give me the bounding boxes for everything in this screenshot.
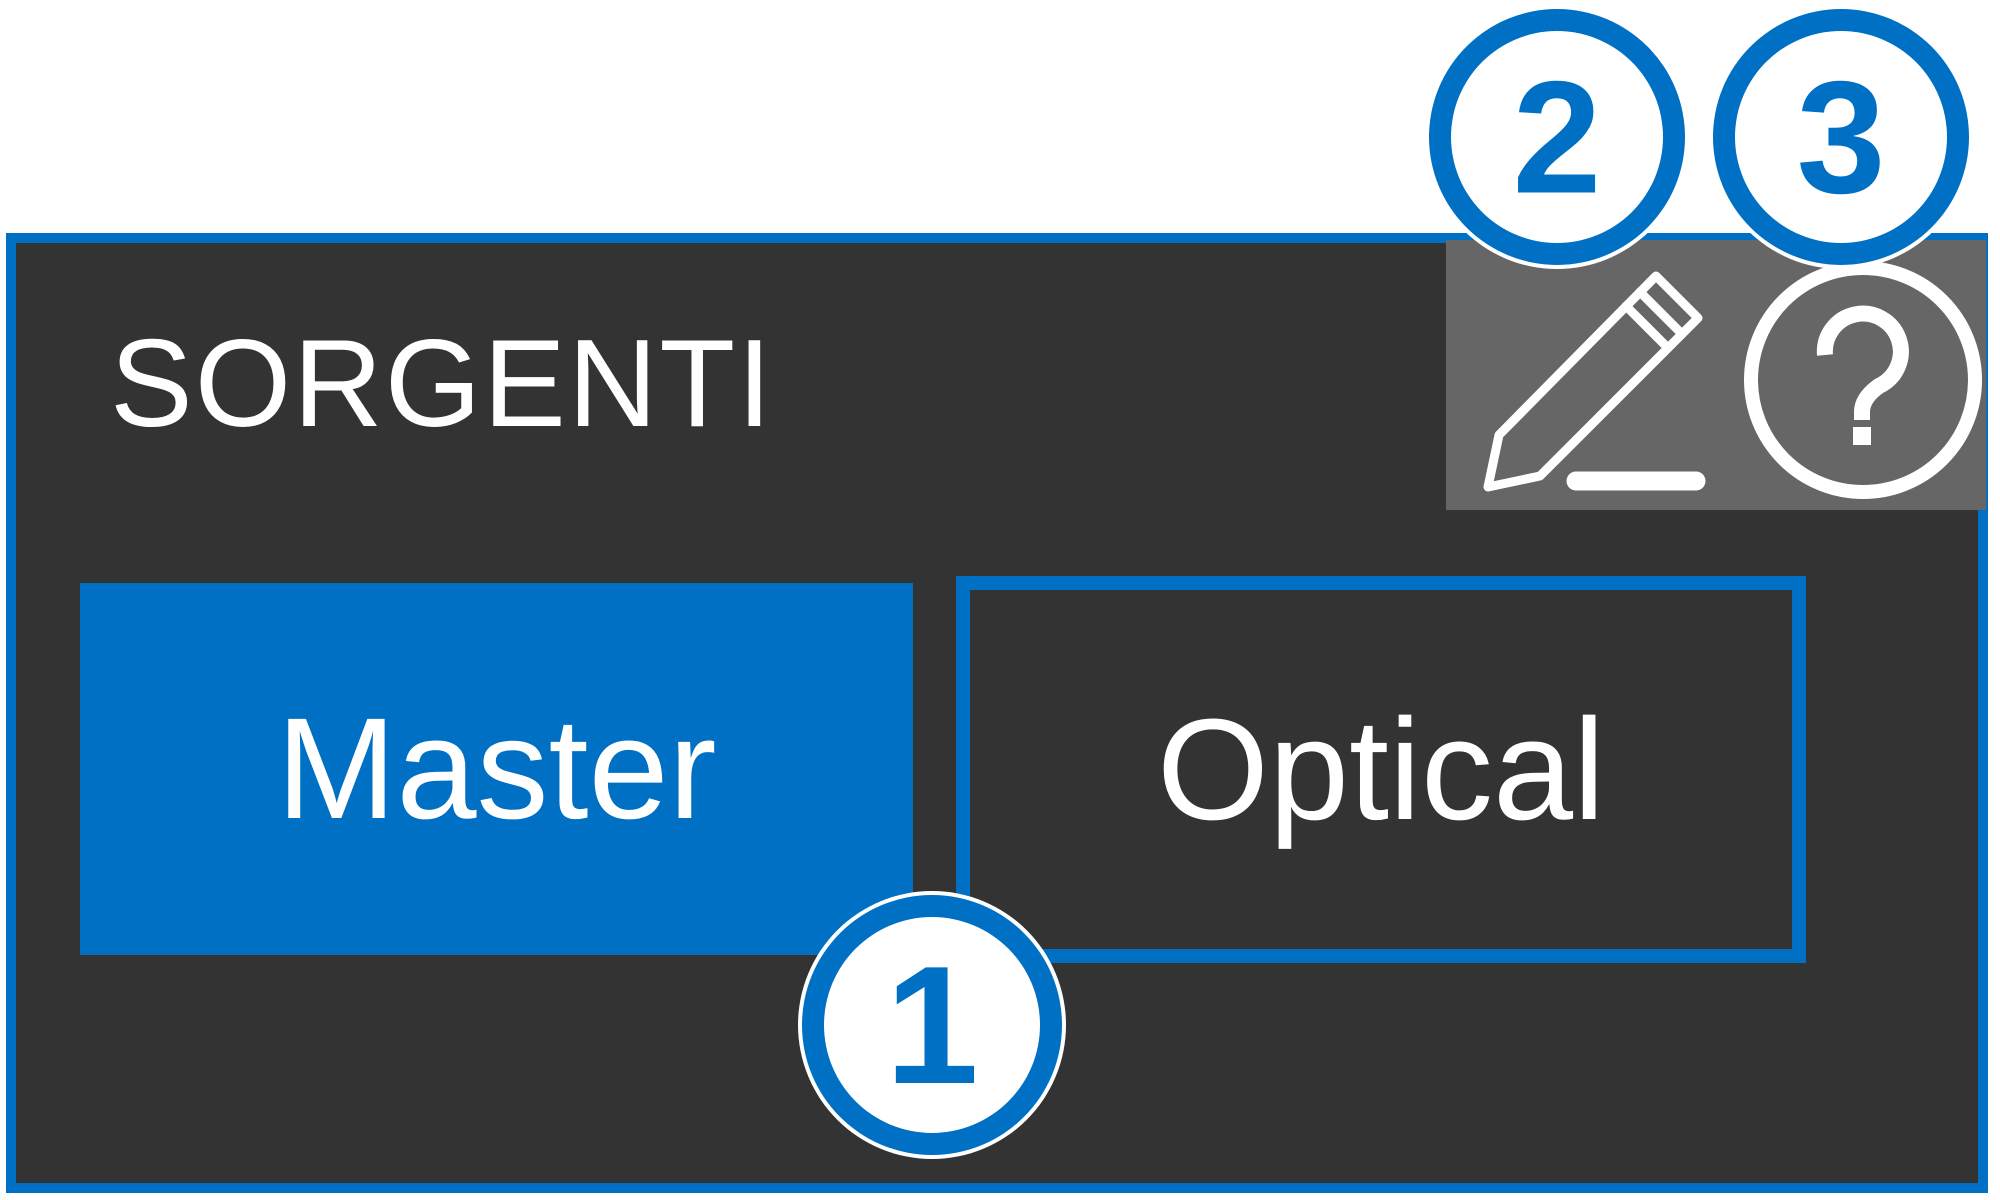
callout-badge-2: 2 xyxy=(1425,5,1689,269)
panel-title: SORGENTI xyxy=(110,315,774,453)
badge-face xyxy=(1451,31,1663,243)
help-button[interactable] xyxy=(1740,260,1990,500)
callout-badge-1: 1 xyxy=(798,891,1066,1159)
source-master-label: Master xyxy=(276,688,717,849)
pencil-icon xyxy=(1483,271,1706,492)
badge-number: 1 xyxy=(885,931,978,1119)
source-master-button[interactable]: Master xyxy=(80,583,913,955)
badge-face xyxy=(824,917,1040,1133)
source-optical-button[interactable]: Optical xyxy=(956,576,1806,963)
pencil-body xyxy=(1483,271,1703,492)
badge-number: 3 xyxy=(1797,48,1886,227)
help-ring xyxy=(1744,261,1982,499)
question-hook xyxy=(1816,305,1909,420)
pencil-band-line xyxy=(1635,287,1687,339)
question-circle-icon xyxy=(1744,261,1982,499)
badge-face xyxy=(1735,31,1947,243)
pencil-band-line xyxy=(1621,301,1673,353)
callout-badge-3: 3 xyxy=(1709,5,1973,269)
badge-number: 2 xyxy=(1513,48,1602,227)
source-optical-label: Optical xyxy=(1156,688,1606,850)
edit-button[interactable] xyxy=(1460,262,1720,502)
question-dot xyxy=(1853,427,1871,445)
